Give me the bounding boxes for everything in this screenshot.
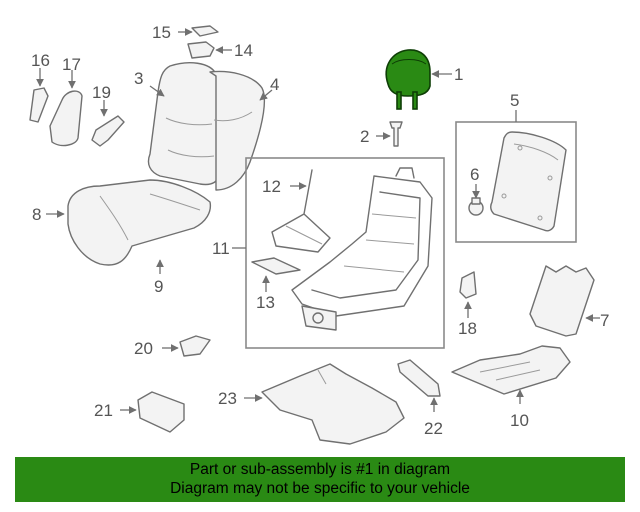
back-panel-part bbox=[529, 265, 595, 337]
clip-14-part bbox=[187, 41, 215, 59]
callout-2: 2 bbox=[360, 127, 369, 146]
callout-5: 5 bbox=[510, 91, 519, 110]
callout-15: 15 bbox=[152, 23, 171, 42]
callout-13: 13 bbox=[256, 293, 275, 312]
callout-1: 1 bbox=[454, 65, 463, 84]
callout-12: 12 bbox=[262, 177, 281, 196]
trim-17-part bbox=[49, 90, 83, 147]
back-board-part bbox=[489, 131, 567, 232]
trim-18-part bbox=[459, 271, 477, 299]
callout-17: 17 bbox=[62, 55, 81, 74]
callout-21: 21 bbox=[94, 401, 113, 420]
trim-19-part bbox=[91, 115, 125, 147]
callout-8: 8 bbox=[32, 205, 41, 224]
callout-20: 20 bbox=[134, 339, 153, 358]
callout-18: 18 bbox=[458, 319, 477, 338]
seat-cushion-part bbox=[67, 179, 212, 266]
seat-frame-part bbox=[291, 167, 433, 331]
callout-14: 14 bbox=[234, 41, 253, 60]
callout-3: 3 bbox=[134, 69, 143, 88]
frame-assembly-box bbox=[245, 157, 445, 349]
clip-6-part bbox=[468, 197, 484, 216]
callout-22: 22 bbox=[424, 419, 443, 438]
trim-16-part bbox=[29, 87, 49, 123]
parts-diagram: 1 2 3 4 15 14 16 17 19 bbox=[29, 23, 609, 445]
floor-board-part bbox=[451, 345, 571, 395]
callout-23: 23 bbox=[218, 389, 237, 408]
carpet-23-part bbox=[261, 363, 405, 445]
callout-16: 16 bbox=[31, 51, 50, 70]
cover-21-part bbox=[137, 391, 185, 433]
banner-line-2: Diagram may not be specific to your vehi… bbox=[170, 480, 470, 497]
seat-back-part bbox=[147, 62, 265, 191]
callout-19: 19 bbox=[92, 83, 111, 102]
info-banner: Part or sub-assembly is #1 in diagram Di… bbox=[15, 457, 625, 502]
wire-spring-part bbox=[271, 169, 331, 253]
callout-9: 9 bbox=[154, 277, 163, 296]
rail-22-part bbox=[397, 359, 441, 397]
callout-6: 6 bbox=[470, 165, 479, 184]
headrest-part[interactable] bbox=[385, 49, 431, 110]
callout-11: 11 bbox=[212, 239, 230, 258]
callout-4: 4 bbox=[270, 75, 279, 94]
callout-10: 10 bbox=[510, 411, 529, 430]
headrest-guide-part bbox=[389, 121, 403, 147]
callout-7: 7 bbox=[600, 311, 609, 330]
banner-line-1: Part or sub-assembly is #1 in diagram bbox=[189, 461, 451, 478]
clip-15-part bbox=[191, 25, 219, 37]
bracket-20-part bbox=[179, 335, 211, 357]
plate-13-part bbox=[251, 257, 301, 275]
